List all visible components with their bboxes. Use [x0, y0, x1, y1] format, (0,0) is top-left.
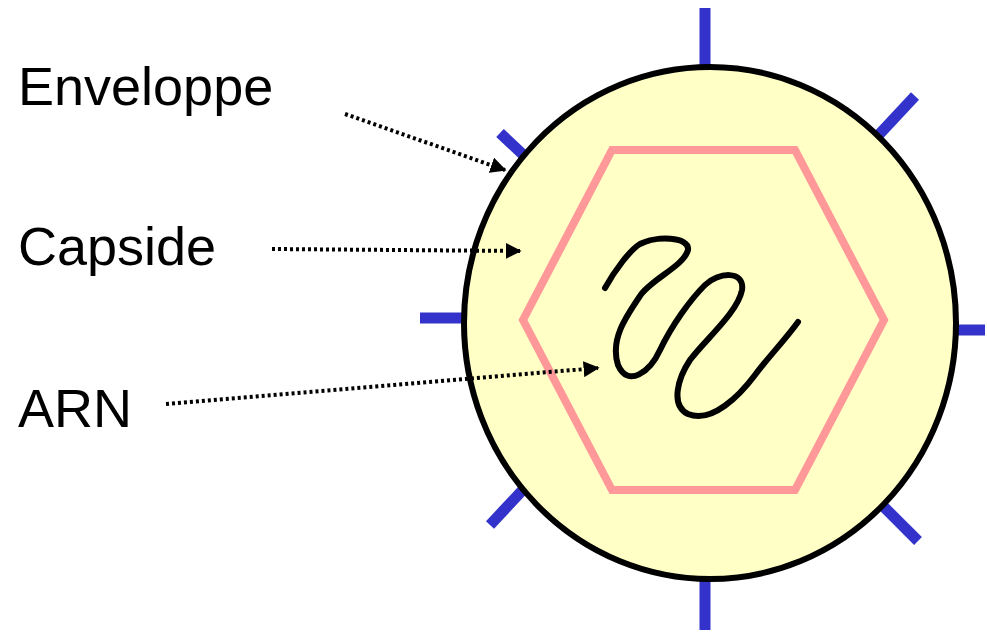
part-label: ARN — [18, 381, 132, 435]
leader-line — [272, 249, 520, 251]
leader-lines — [166, 114, 598, 404]
rna-strand — [605, 239, 798, 416]
spikes — [420, 8, 985, 630]
part-label: Enveloppe — [18, 59, 273, 113]
capsid — [523, 150, 884, 490]
leader-line — [345, 114, 505, 170]
envelope — [464, 67, 956, 579]
part-label: Capside — [18, 219, 216, 273]
leader-line — [166, 368, 598, 404]
